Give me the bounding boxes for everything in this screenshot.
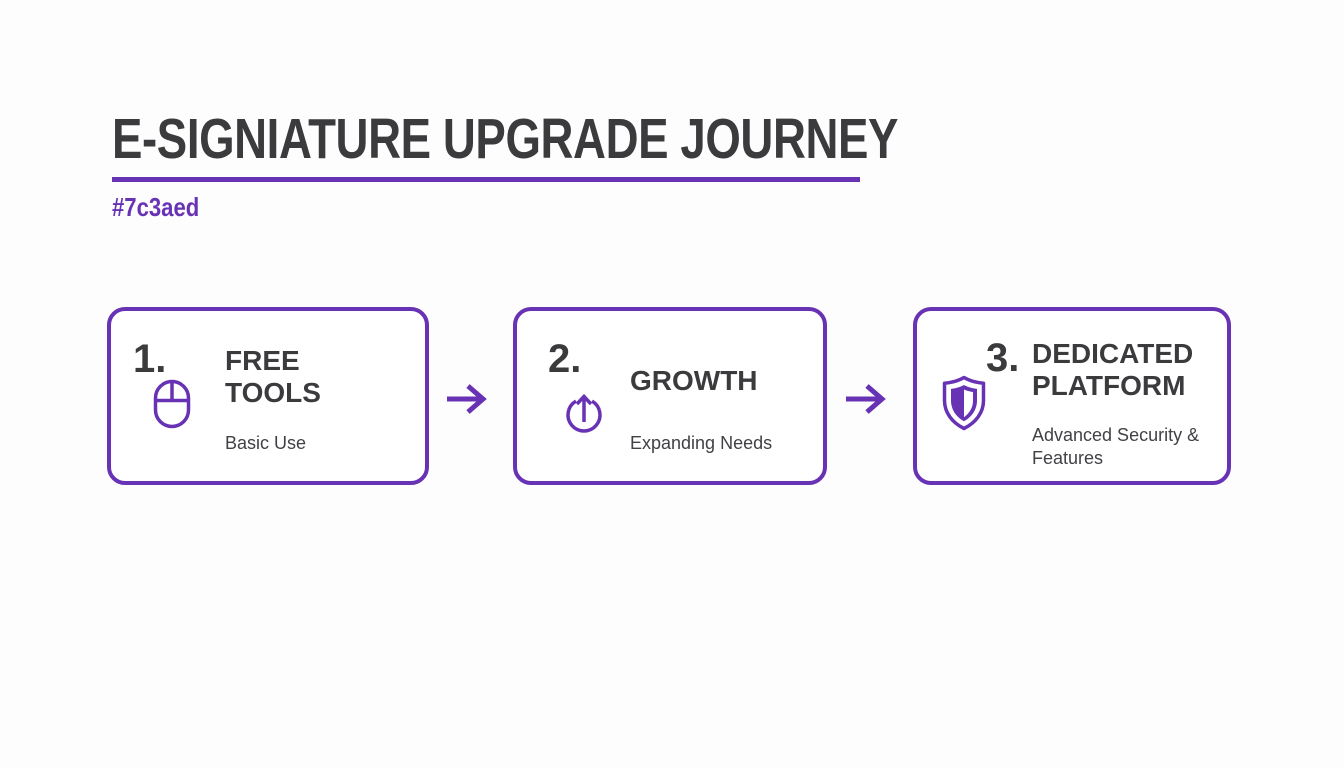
step-title: FREE TOOLS bbox=[225, 345, 321, 408]
step-title: GROWTH bbox=[630, 365, 758, 396]
step-subtitle: Basic Use bbox=[225, 433, 307, 453]
step-subtitle: Advanced Security & Features bbox=[1032, 425, 1200, 468]
step-title: DEDICATED PLATFORM bbox=[1032, 338, 1194, 401]
title-underline bbox=[112, 177, 860, 182]
step-number: 1. bbox=[133, 337, 167, 381]
step-card-growth: 2. GROWTH Expanding Needs bbox=[513, 307, 827, 485]
right-arrow-icon bbox=[445, 383, 495, 415]
right-arrow-icon bbox=[844, 383, 894, 415]
step-subtitle: Expanding Needs bbox=[630, 433, 773, 453]
accent-hex-label: #7c3aed bbox=[112, 192, 200, 222]
shield-icon bbox=[940, 374, 988, 432]
growth-arrow-icon bbox=[561, 389, 607, 435]
mouse-icon bbox=[153, 379, 191, 429]
step-card-dedicated-platform: 3. DEDICATED PLATFORM Advanced Security … bbox=[913, 307, 1231, 485]
step-number: 2. bbox=[548, 337, 582, 381]
step-card-free-tools: 1. FREE TOOLS Basic Use bbox=[107, 307, 429, 485]
step-number: 3. bbox=[986, 336, 1020, 380]
page-title: E-SIGNIATURE UPGRADE JOURNEY bbox=[112, 107, 899, 171]
